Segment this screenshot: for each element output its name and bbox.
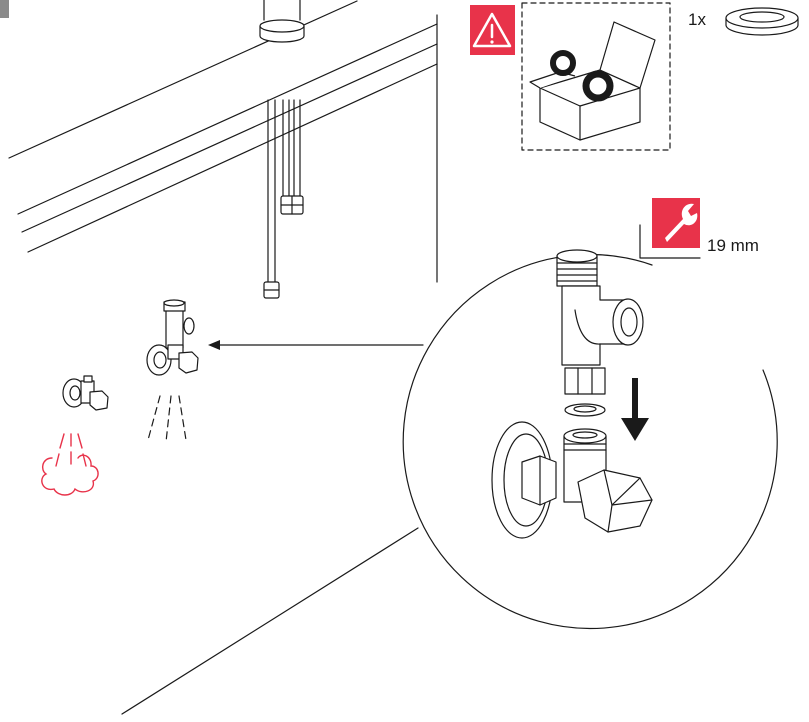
parts-box — [521, 2, 671, 151]
washer-detail — [564, 403, 606, 417]
supply-hoses — [263, 99, 304, 299]
quantity-label: 1x — [688, 10, 706, 29]
detail-circle — [402, 253, 778, 630]
down-arrow — [621, 378, 649, 441]
angle-valve-old — [62, 375, 109, 411]
water-spray — [147, 395, 187, 443]
faucet-base — [259, 0, 305, 43]
angle-valve-installed — [146, 299, 199, 376]
t-fitting — [556, 249, 644, 395]
angle-valve-detail — [491, 421, 653, 539]
warning-icon — [470, 5, 515, 55]
corner-tab — [0, 0, 9, 18]
wrench-bracket — [639, 224, 701, 259]
washer-icon — [725, 7, 799, 36]
wrench-size-label: 19 mm — [707, 236, 759, 255]
wrench-icon — [652, 198, 700, 248]
pointer-arrow — [208, 340, 424, 350]
leak-cloud-icon — [41, 433, 99, 496]
cabinet-lines — [8, 0, 438, 715]
